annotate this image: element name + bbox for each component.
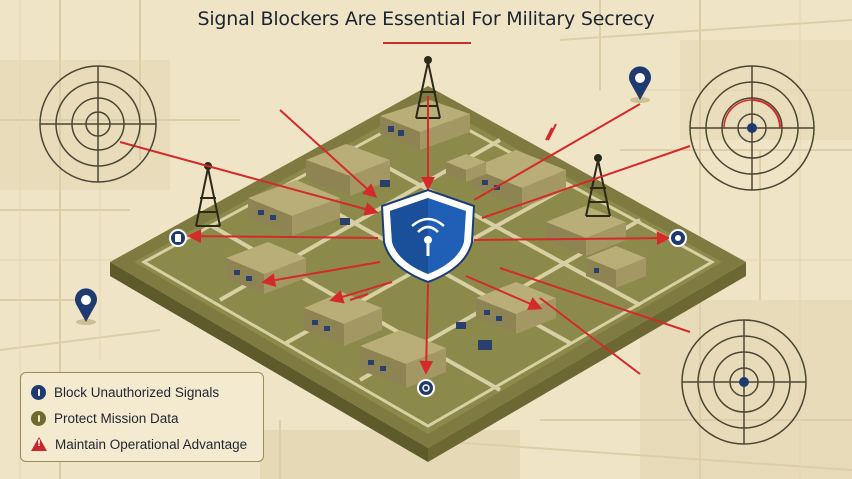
building [304, 292, 382, 346]
info-dot-olive-icon [31, 410, 46, 426]
concentric-radar-icon [39, 65, 157, 183]
radio-tower-icon [585, 154, 611, 217]
info-dot-blue-icon [31, 384, 46, 400]
radio-tower-icon [415, 56, 441, 119]
legend-item-protect-data: Protect Mission Data [31, 405, 253, 431]
building [472, 150, 566, 208]
base-buildings [226, 100, 646, 388]
jammer-device-icon [169, 229, 187, 247]
map-pin-icon [75, 288, 97, 325]
building [380, 100, 470, 150]
jammer-device-icon [417, 379, 435, 397]
map-pin-icon [629, 66, 651, 103]
page-title: Signal Blockers Are Essential For Milita… [197, 8, 655, 30]
building [586, 246, 646, 288]
title-underline [383, 42, 471, 44]
warning-triangle-icon [31, 437, 47, 451]
building [446, 154, 486, 182]
jammer-device-icon [669, 229, 687, 247]
legend-label: Protect Mission Data [54, 410, 179, 426]
concentric-radar-icon [681, 319, 807, 445]
legend-label: Block Unauthorized Signals [54, 384, 220, 400]
jamming-signal-lines [119, 96, 691, 375]
shield-wifi-icon [380, 188, 476, 284]
building [248, 180, 340, 236]
concentric-radar-icon [689, 65, 815, 191]
legend-label: Maintain Operational Advantage [55, 436, 248, 452]
legend-item-operational-advantage: Maintain Operational Advantage [31, 431, 253, 457]
legend-panel: Block Unauthorized Signals Protect Missi… [20, 372, 264, 462]
legend-item-block-signals: Block Unauthorized Signals [31, 379, 253, 405]
